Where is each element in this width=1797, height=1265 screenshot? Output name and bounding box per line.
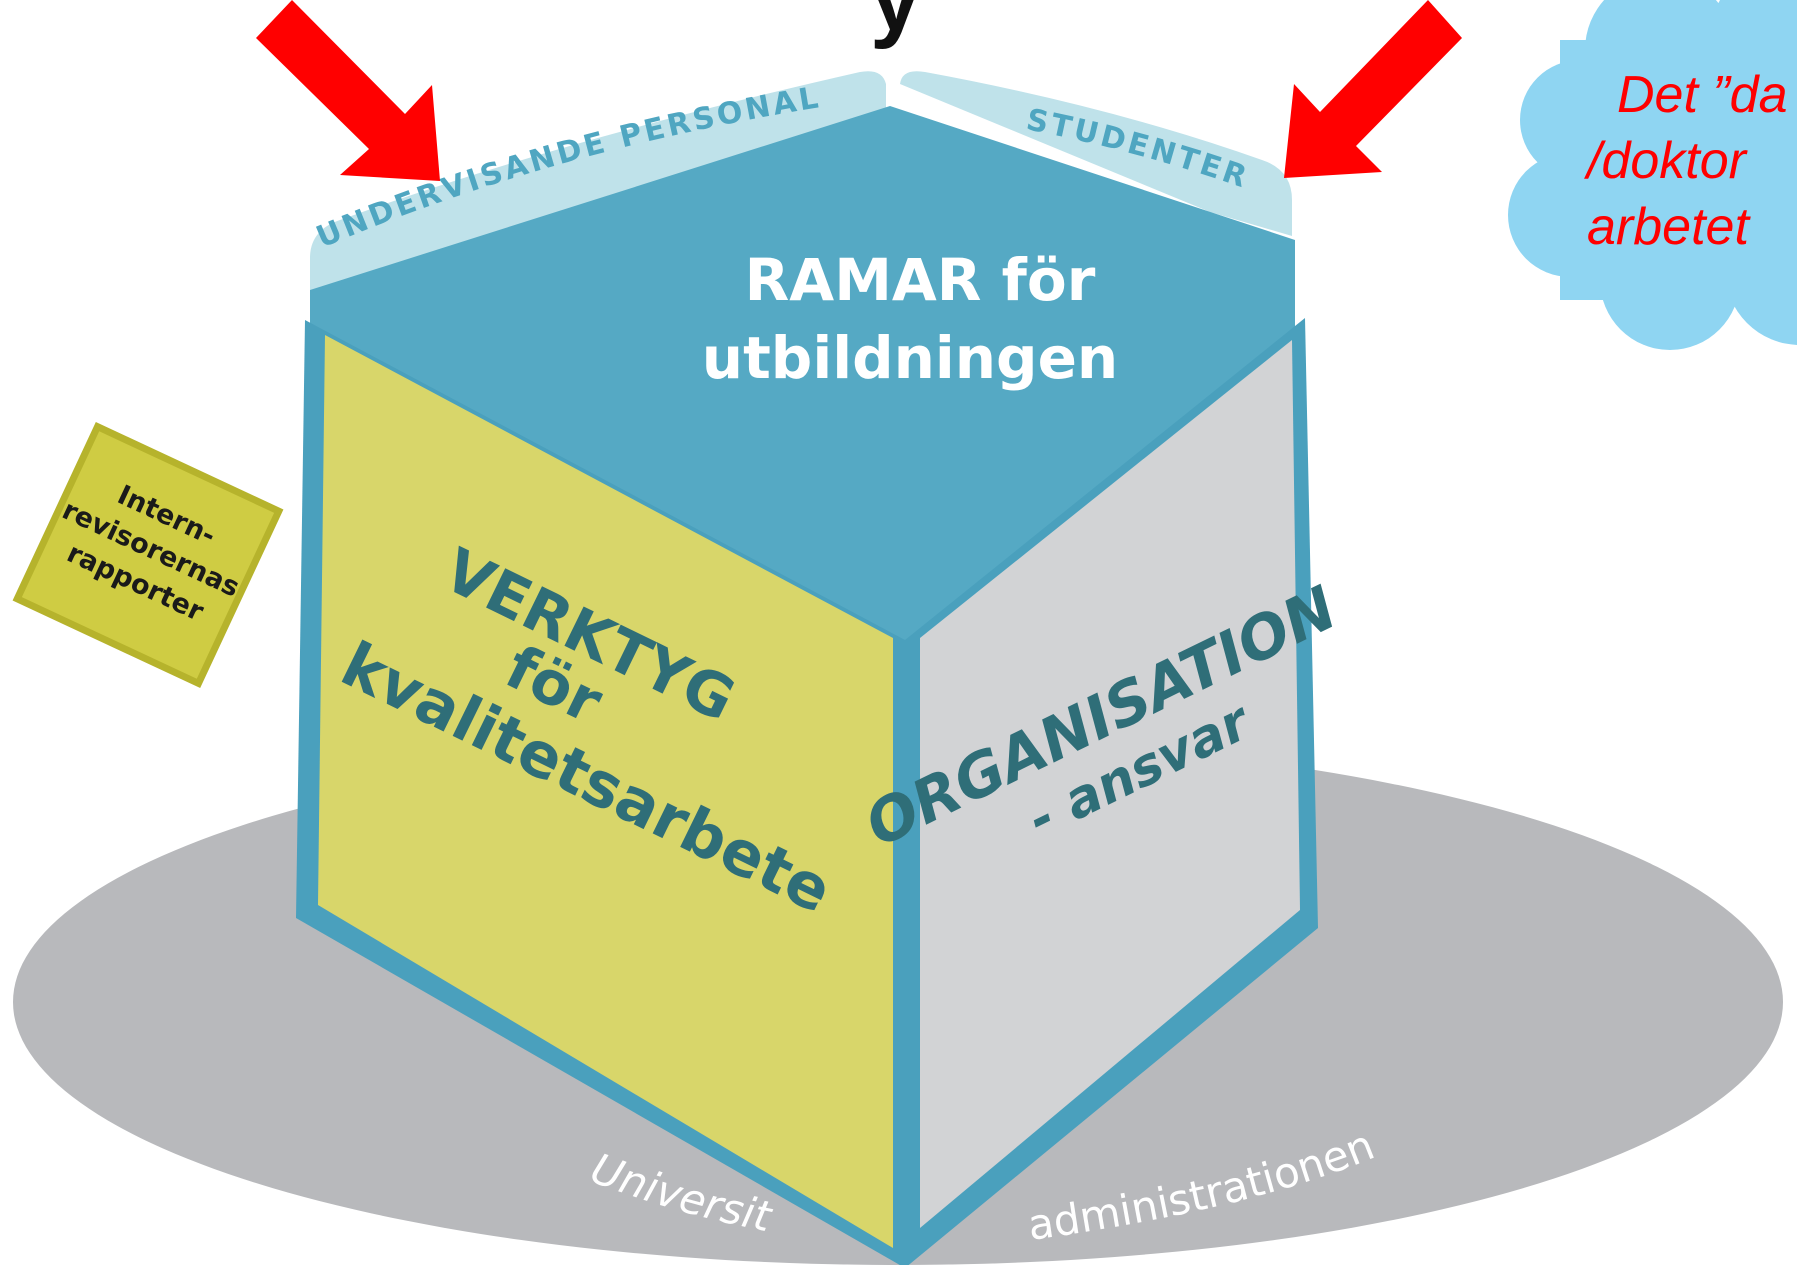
- cloud-line2: /doktor: [1584, 132, 1749, 190]
- cube-top-face: [310, 106, 1295, 660]
- cloud-shape: [1508, 0, 1797, 350]
- arrow-left-icon: [256, 0, 440, 181]
- cube-right-face: [920, 340, 1300, 1228]
- arrow-right-icon: [1284, 0, 1462, 178]
- cube-left-face: [318, 335, 893, 1248]
- tab-right: [900, 71, 1292, 236]
- cloud-line1: Det ”da: [1617, 66, 1788, 124]
- top-face-line2: utbildningen: [702, 324, 1118, 392]
- tab-left: [310, 71, 886, 300]
- top-face-line1: RAMAR för: [745, 246, 1096, 314]
- note-card: Intern- revisorernas rapporter: [12, 421, 284, 689]
- header-fragment: y: [870, 0, 921, 50]
- cloud-line3: arbetet: [1587, 198, 1751, 256]
